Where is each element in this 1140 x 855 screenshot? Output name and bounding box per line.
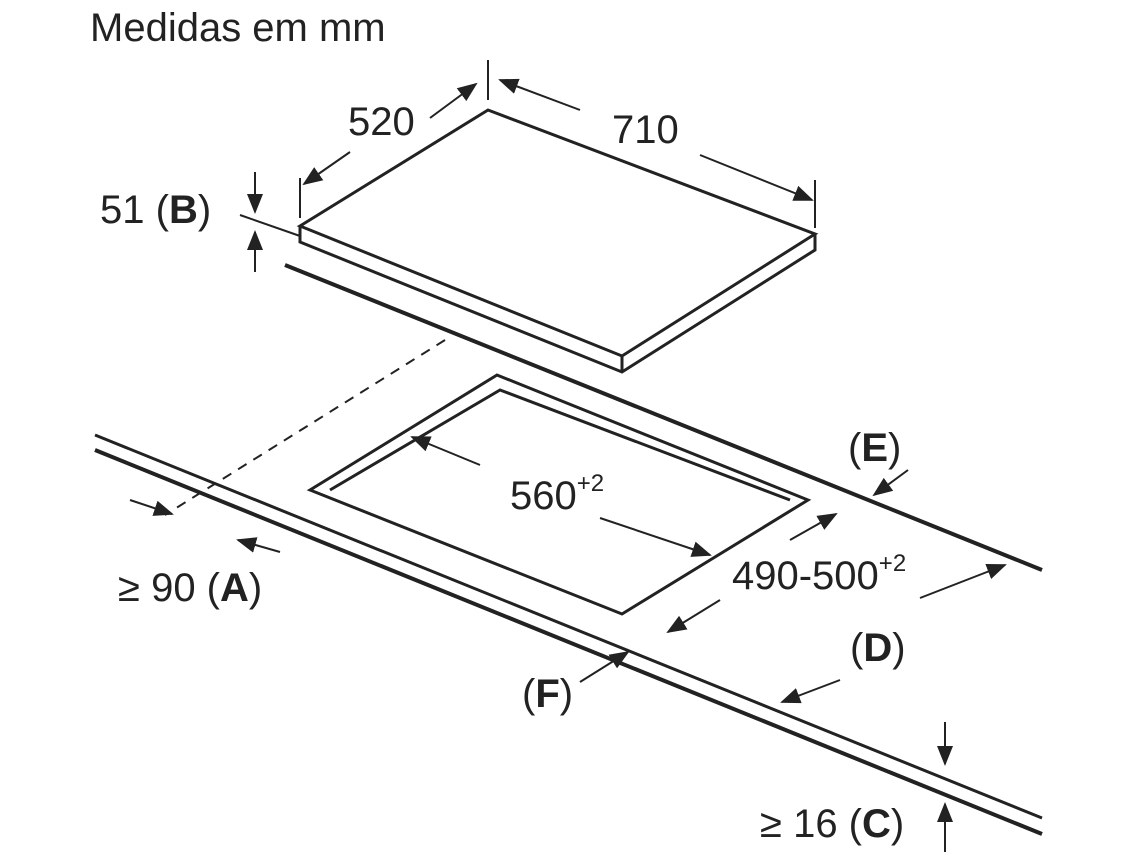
ref-d-label: (D) [850, 626, 906, 670]
height-value: 51 [100, 188, 145, 232]
min-thickness-label: ≥ 16 (C) [760, 802, 905, 846]
dashed-guide [164, 339, 446, 516]
countertop-back-edge [284, 263, 1043, 572]
height-ref: B [168, 188, 198, 232]
diagram-title: Medidas em mm [90, 6, 386, 50]
ref-d: D [863, 626, 893, 670]
countertop-front-edge-top [94, 433, 1043, 820]
hob-top [296, 108, 819, 358]
cutout-width-tolerance: +2 [576, 470, 605, 497]
min-back-ref: A [220, 566, 249, 610]
cutout [306, 373, 812, 616]
ref-e: E [861, 426, 889, 470]
min-back-label: ≥ 90 (A) [118, 566, 263, 610]
cutout-depth-label: 490-500+2 [732, 550, 906, 599]
ref-e-label: (E) [848, 426, 902, 470]
cutout-width-label: 560+2 [510, 470, 604, 519]
cutout-depth-tolerance: +2 [878, 550, 907, 577]
ref-f: F [535, 672, 560, 716]
min-thickness-ref: C [862, 802, 891, 846]
min-thickness-value: ≥ 16 [760, 802, 838, 846]
countertop-front-edge-bottom [94, 448, 1043, 836]
depth-label: 520 [348, 100, 415, 144]
ref-f-label: (F) [522, 672, 574, 716]
cutout-depth-value: 490-500 [732, 554, 879, 598]
width-label: 710 [612, 108, 679, 152]
min-back-value: ≥ 90 [118, 566, 196, 610]
cutout-width-value: 560 [510, 474, 577, 518]
height-label: 51 (B) [100, 188, 212, 232]
